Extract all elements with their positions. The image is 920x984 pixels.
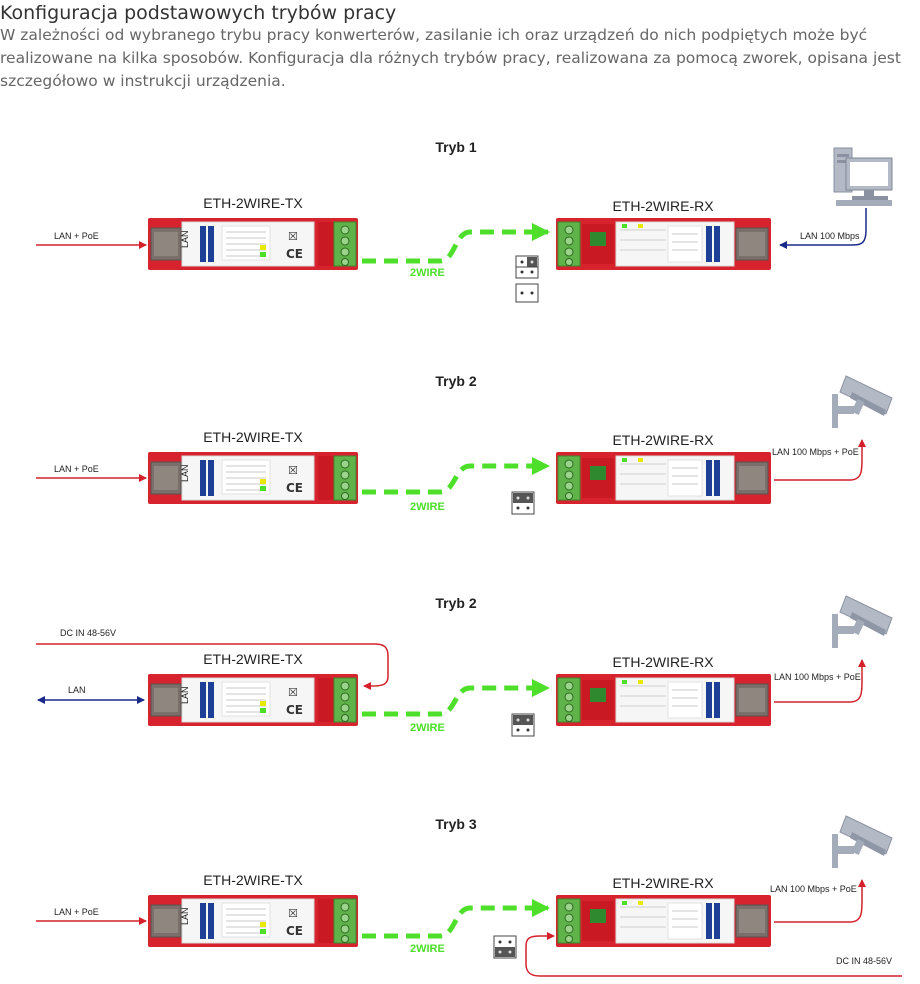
computer-icon — [833, 147, 893, 207]
mode-2: Tryb 2 ETH-2WIRE-TX ETH-2WIRE-RX LAN + P… — [36, 373, 893, 515]
mode-title: Tryb 2 — [435, 595, 476, 611]
mode-3: Tryb 3 ETH-2WIRE-TX ETH-2WIRE-RX LAN + P… — [36, 815, 902, 977]
tx-converter — [147, 451, 359, 505]
lan-100-poe-arrow — [774, 659, 866, 703]
rx-label: ETH-2WIRE-RX — [612, 654, 714, 670]
lan-100-poe-arrow — [774, 439, 866, 481]
rx-label: ETH-2WIRE-RX — [612, 875, 714, 891]
2wire-cable — [362, 899, 550, 939]
lan-poe-label: LAN + PoE — [54, 907, 99, 917]
mode-title: Tryb 1 — [435, 139, 476, 155]
lan-100-arrow — [779, 208, 867, 249]
2wire-label: 2WIRE — [410, 501, 445, 513]
lan-100-poe-label: LAN 100 Mbps + PoE — [770, 884, 857, 894]
lan-poe-label: LAN + PoE — [54, 464, 99, 474]
jumper-icon — [511, 713, 535, 737]
jumper-icon — [515, 283, 539, 303]
dc-in-label: DC IN 48-56V — [60, 628, 116, 638]
rx-converter — [555, 673, 772, 727]
mode-title: Tryb 3 — [435, 816, 476, 832]
rx-label: ETH-2WIRE-RX — [612, 198, 714, 214]
lan-100-poe-label: LAN 100 Mbps + PoE — [772, 447, 859, 457]
tx-converter — [147, 673, 359, 727]
rx-label: ETH-2WIRE-RX — [612, 432, 714, 448]
2wire-label: 2WIRE — [410, 722, 445, 734]
tx-label: ETH-2WIRE-TX — [203, 195, 303, 211]
lan-label: LAN — [68, 685, 86, 695]
tx-converter — [147, 217, 359, 271]
2wire-label: 2WIRE — [410, 267, 445, 279]
2wire-cable — [362, 679, 550, 717]
tx-label: ETH-2WIRE-TX — [203, 651, 303, 667]
mode-1: Tryb 1 ETH-2WIRE-TX ETH-2WIRE-RX LAN + P… — [36, 139, 893, 303]
jumper-icon — [515, 255, 539, 279]
rx-converter — [555, 451, 772, 505]
mode-2-dc: Tryb 2 ETH-2WIRE-TX ETH-2WIRE-RX DC IN 4… — [36, 595, 893, 737]
rx-converter — [555, 894, 772, 948]
rx-converter — [555, 217, 772, 271]
dc-in-label: DC IN 48-56V — [836, 956, 892, 966]
camera-icon — [831, 375, 893, 429]
jumper-icon — [511, 491, 535, 515]
2wire-label: 2WIRE — [410, 943, 445, 955]
dc-in-arrow — [36, 643, 389, 690]
2wire-cable — [362, 457, 550, 495]
tx-label: ETH-2WIRE-TX — [203, 429, 303, 445]
mode-title: Tryb 2 — [435, 373, 476, 389]
tx-label: ETH-2WIRE-TX — [203, 872, 303, 888]
jumper-icon — [493, 935, 517, 959]
lan-100-poe-arrow — [774, 879, 866, 923]
camera-icon — [831, 815, 893, 869]
page-description: W zależności od wybranego trybu pracy ko… — [0, 26, 901, 90]
lan-poe-label: LAN + PoE — [54, 231, 99, 241]
lan-100-poe-label: LAN 100 Mbps + PoE — [774, 672, 861, 682]
lan-100-label: LAN 100 Mbps — [800, 231, 860, 241]
camera-icon — [831, 595, 893, 649]
dc-in-arrow — [525, 932, 902, 977]
tx-converter — [147, 894, 359, 948]
page-title: Konfiguracja podstawowych trybów pracy — [0, 2, 397, 24]
2wire-cable — [362, 223, 550, 264]
